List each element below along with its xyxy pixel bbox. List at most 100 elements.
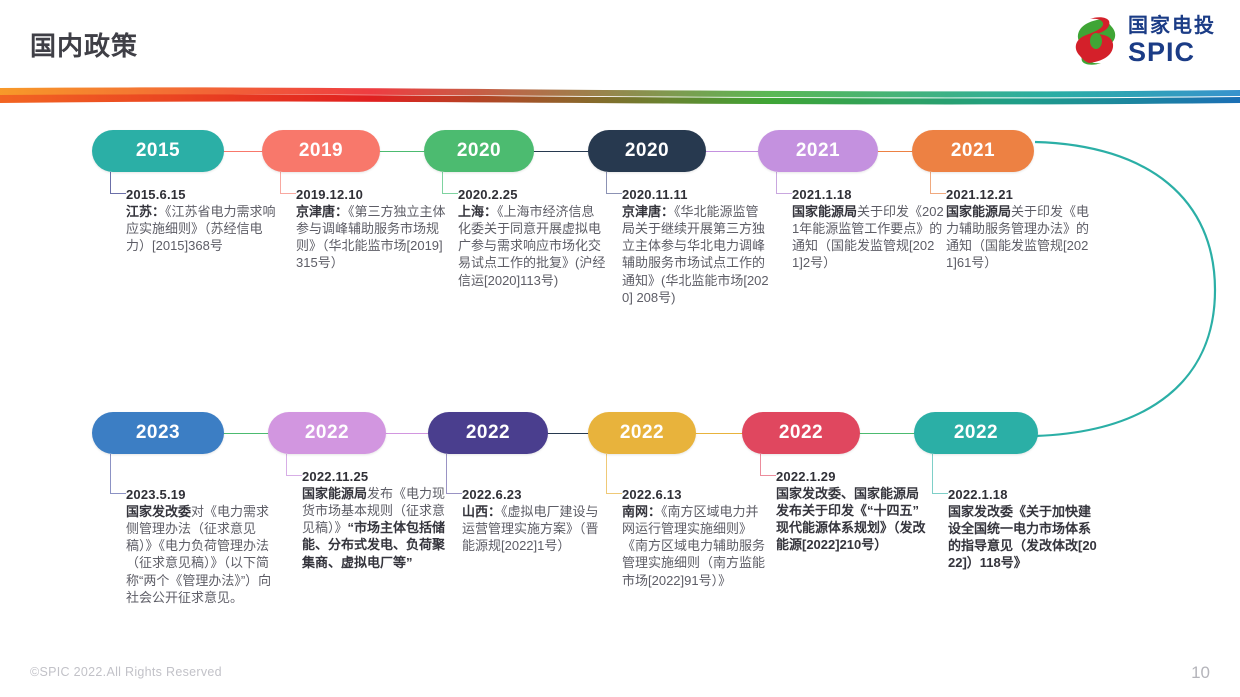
timeline-entry: 2021.1.18 国家能源局关于印发《2021年能源监管工作要点》的通知（国能…: [792, 187, 944, 272]
stem-elbow: [110, 193, 126, 194]
pill-year: 2022: [778, 422, 824, 443]
link-segment: [376, 151, 428, 152]
timeline-entry: 2022.11.25 国家能源局发布《电力现货市场基本规则（征求意见稿）》“市场…: [302, 469, 452, 571]
spic-emblem-icon: [1075, 17, 1116, 65]
entry-text: 《关于加快建设全国统一电力市场体系的指导意见（发改体改[2022]）118号》: [948, 504, 1097, 571]
brand-logo: 国家电投 SPIC: [1073, 16, 1216, 66]
brand-text: 国家电投 SPIC: [1128, 16, 1216, 66]
timeline-entry: 2020.2.25 上海：《上海市经济信息化委关于同意开展虚拟电广参与需求响应市…: [458, 187, 606, 289]
timeline-entry: 2019.12.10 京津唐：《第三方独立主体参与调峰辅助服务市场规则》（华北能…: [296, 187, 448, 272]
pill-year: 2023: [135, 422, 181, 443]
entry-date: 2020.2.25: [458, 187, 518, 202]
timeline-pill-2019[interactable]: 2019: [262, 130, 380, 172]
link-segment: [222, 151, 274, 152]
entry-text: 发布关于印发《“十四五”现代能源体系规划》（发改能源[2022]210号）: [776, 503, 926, 553]
entry-body: 国家发改委《关于加快建设全国统一电力市场体系的指导意见（发改体改[2022]）1…: [948, 503, 1098, 572]
pill-year: 2021: [795, 140, 841, 161]
entry-date: 2015.6.15: [126, 187, 186, 202]
entry-body: 上海：《上海市经济信息化委关于同意开展虚拟电广参与需求响应市场化交易试点工作的批…: [458, 203, 606, 289]
stem-elbow: [606, 493, 622, 494]
entry-text: 《江苏省电力需求响应实施细则》（苏经信电力）[2015]368号: [126, 204, 276, 254]
pill-year: 2019: [298, 140, 344, 161]
entry-body: 江苏：《江苏省电力需求响应实施细则》（苏经信电力）[2015]368号: [126, 203, 278, 254]
entry-date: 2022.6.13: [622, 487, 682, 502]
link-segment: [544, 433, 592, 434]
timeline-track-bottom: 2023 2022 2022 2022 2022 2022: [0, 412, 1240, 494]
stem: [606, 172, 607, 194]
entry-body: 国家能源局发布《电力现货市场基本规则（征求意见稿）》“市场主体包括储能、分布式发…: [302, 485, 452, 571]
link-segment: [530, 151, 592, 152]
entry-text: 关于印发《2021年能源监管工作要点》的通知（国能发监管规[2021]2号）: [792, 204, 944, 271]
entry-text: 关于印发《电力辅助服务管理办法》的通知（国能发监管规[2021]61号）: [946, 204, 1090, 271]
stem-elbow: [932, 493, 948, 494]
entry-text: 发布《电力现货市场基本规则（征求意见稿）》: [302, 486, 446, 536]
entry-lead: 国家发改委、国家能源局: [776, 486, 920, 501]
entry-text: 《华北能源监管局关于继续开展第三方独立主体参与华北电力调峰辅助服务市场试点工作的…: [622, 204, 769, 305]
entry-text: 《第三方独立主体参与调峰辅助服务市场规则》（华北能监市场[2019]315号）: [296, 204, 446, 271]
brand-name-en: SPIC: [1128, 37, 1196, 67]
entry-body: 国家发改委对《电力需求侧管理办法（征求意见稿）》《电力负荷管理办法（征求意见稿）…: [126, 503, 274, 606]
timeline-pill-2020b[interactable]: 2020: [588, 130, 706, 172]
entry-date: 2022.6.23: [462, 487, 522, 502]
timeline-entry: 2022.6.13 南网：《南方区域电力并网运行管理实施细则》《南方区域电力辅助…: [622, 487, 768, 589]
entry-body: 京津唐：《华北能源监管局关于继续开展第三方独立主体参与华北电力调峰辅助服务市场试…: [622, 203, 770, 306]
stem-elbow: [442, 193, 458, 194]
pill-year: 2022: [465, 422, 511, 443]
timeline-pill-2022e[interactable]: 2022: [914, 412, 1038, 454]
entry-text: 《南方区域电力并网运行管理实施细则》《南方区域电力辅助服务管理实施细则（南方监能…: [622, 504, 766, 588]
entry-body: 山西：《虚拟电厂建设与运营管理实施方案》（晋能源规[2022]1号）: [462, 503, 608, 554]
entry-lead: 京津唐：: [296, 204, 349, 219]
link-segment: [856, 433, 918, 434]
entry-lead: 国家能源局: [946, 204, 1012, 219]
timeline-pill-2015[interactable]: 2015: [92, 130, 224, 172]
timeline-pill-2022a[interactable]: 2022: [268, 412, 386, 454]
entry-body: 国家能源局关于印发《2021年能源监管工作要点》的通知（国能发监管规[2021]…: [792, 203, 944, 272]
brand-name-cn: 国家电投: [1128, 15, 1216, 37]
entry-text: 《上海市经济信息化委关于同意开展虚拟电广参与需求响应市场化交易试点工作的批复》(…: [458, 204, 606, 288]
entry-date: 2022.11.25: [302, 469, 369, 484]
timeline-track-top: 2015 2019 2020 2020 2021 2021: [0, 130, 1240, 194]
stem: [110, 172, 111, 194]
timeline-pill-2022d[interactable]: 2022: [742, 412, 860, 454]
stem: [280, 172, 281, 194]
stem: [286, 454, 287, 476]
entry-lead: 上海：: [458, 204, 498, 219]
entry-date: 2023.5.19: [126, 487, 186, 502]
link-segment: [692, 433, 746, 434]
pill-year: 2021: [950, 140, 996, 161]
entry-body: 国家发改委、国家能源局发布关于印发《“十四五”现代能源体系规划》（发改能源[20…: [776, 485, 928, 554]
entry-text: 《虚拟电厂建设与运营管理实施方案》（晋能源规[2022]1号）: [462, 504, 599, 554]
pill-year: 2022: [953, 422, 999, 443]
link-segment: [222, 433, 274, 434]
page-title: 国内政策: [30, 31, 139, 61]
timeline-entry: 2021.12.21 国家能源局关于印发《电力辅助服务管理办法》的通知（国能发监…: [946, 187, 1098, 272]
stem: [932, 454, 933, 494]
timeline-pill-2021a[interactable]: 2021: [758, 130, 878, 172]
stem-elbow: [930, 193, 946, 194]
entry-lead: 国家发改委: [126, 504, 192, 519]
entry-body: 京津唐：《第三方独立主体参与调峰辅助服务市场规则》（华北能监市场[2019]31…: [296, 203, 448, 272]
entry-lead: 江苏：: [126, 204, 166, 219]
entry-body: 南网：《南方区域电力并网运行管理实施细则》《南方区域电力辅助服务管理实施细则（南…: [622, 503, 768, 589]
link-segment: [702, 151, 762, 152]
timeline-entry: 2022.1.18 国家发改委《关于加快建设全国统一电力市场体系的指导意见（发改…: [948, 487, 1098, 572]
timeline-pill-2022b[interactable]: 2022: [428, 412, 548, 454]
stem-elbow: [286, 475, 302, 476]
entry-lead: 国家发改委: [948, 504, 1014, 519]
pill-year: 2020: [624, 140, 670, 161]
timeline-pill-2020a[interactable]: 2020: [424, 130, 534, 172]
stem-elbow: [446, 493, 462, 494]
timeline-pill-2021b[interactable]: 2021: [912, 130, 1034, 172]
row-connector-arc: [1034, 140, 1217, 438]
stem: [930, 172, 931, 194]
entry-body: 国家能源局关于印发《电力辅助服务管理办法》的通知（国能发监管规[2021]61号…: [946, 203, 1098, 272]
page-number: 10: [1191, 663, 1210, 682]
entry-date: 2019.12.10: [296, 187, 364, 202]
stem: [606, 454, 607, 494]
stem-elbow: [760, 475, 776, 476]
timeline-pill-2022c[interactable]: 2022: [588, 412, 696, 454]
timeline-pill-2023[interactable]: 2023: [92, 412, 224, 454]
rainbow-divider: [0, 87, 1240, 105]
entry-lead: 京津唐：: [622, 204, 675, 219]
entry-lead: 山西：: [462, 504, 502, 519]
